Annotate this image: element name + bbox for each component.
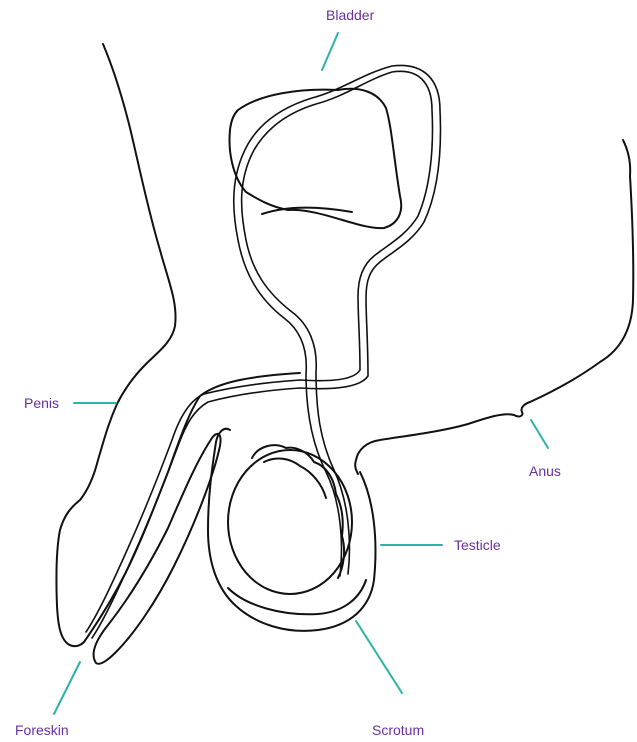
foreskin-label: Foreskin <box>15 722 69 738</box>
back-outline <box>355 140 633 474</box>
foreskin-leader-line <box>54 662 80 714</box>
testicle-label: Testicle <box>454 537 501 553</box>
scrotum-label: Scrotum <box>372 722 424 738</box>
scrotum-inner-outline <box>228 580 366 614</box>
bladder-leader-line <box>322 33 338 70</box>
foreskin-fold-outline <box>94 434 221 664</box>
vas-deferens-inner <box>92 65 440 638</box>
scrotum-leader-line <box>356 621 402 693</box>
testicle-outline <box>228 450 352 594</box>
epididymis-inner-outline <box>264 459 326 498</box>
penis-label: Penis <box>24 395 59 411</box>
scrotum-outline <box>208 429 375 631</box>
anus-leader-line <box>531 420 548 448</box>
anus-label: Anus <box>529 463 561 479</box>
bladder-label: Bladder <box>326 7 374 23</box>
